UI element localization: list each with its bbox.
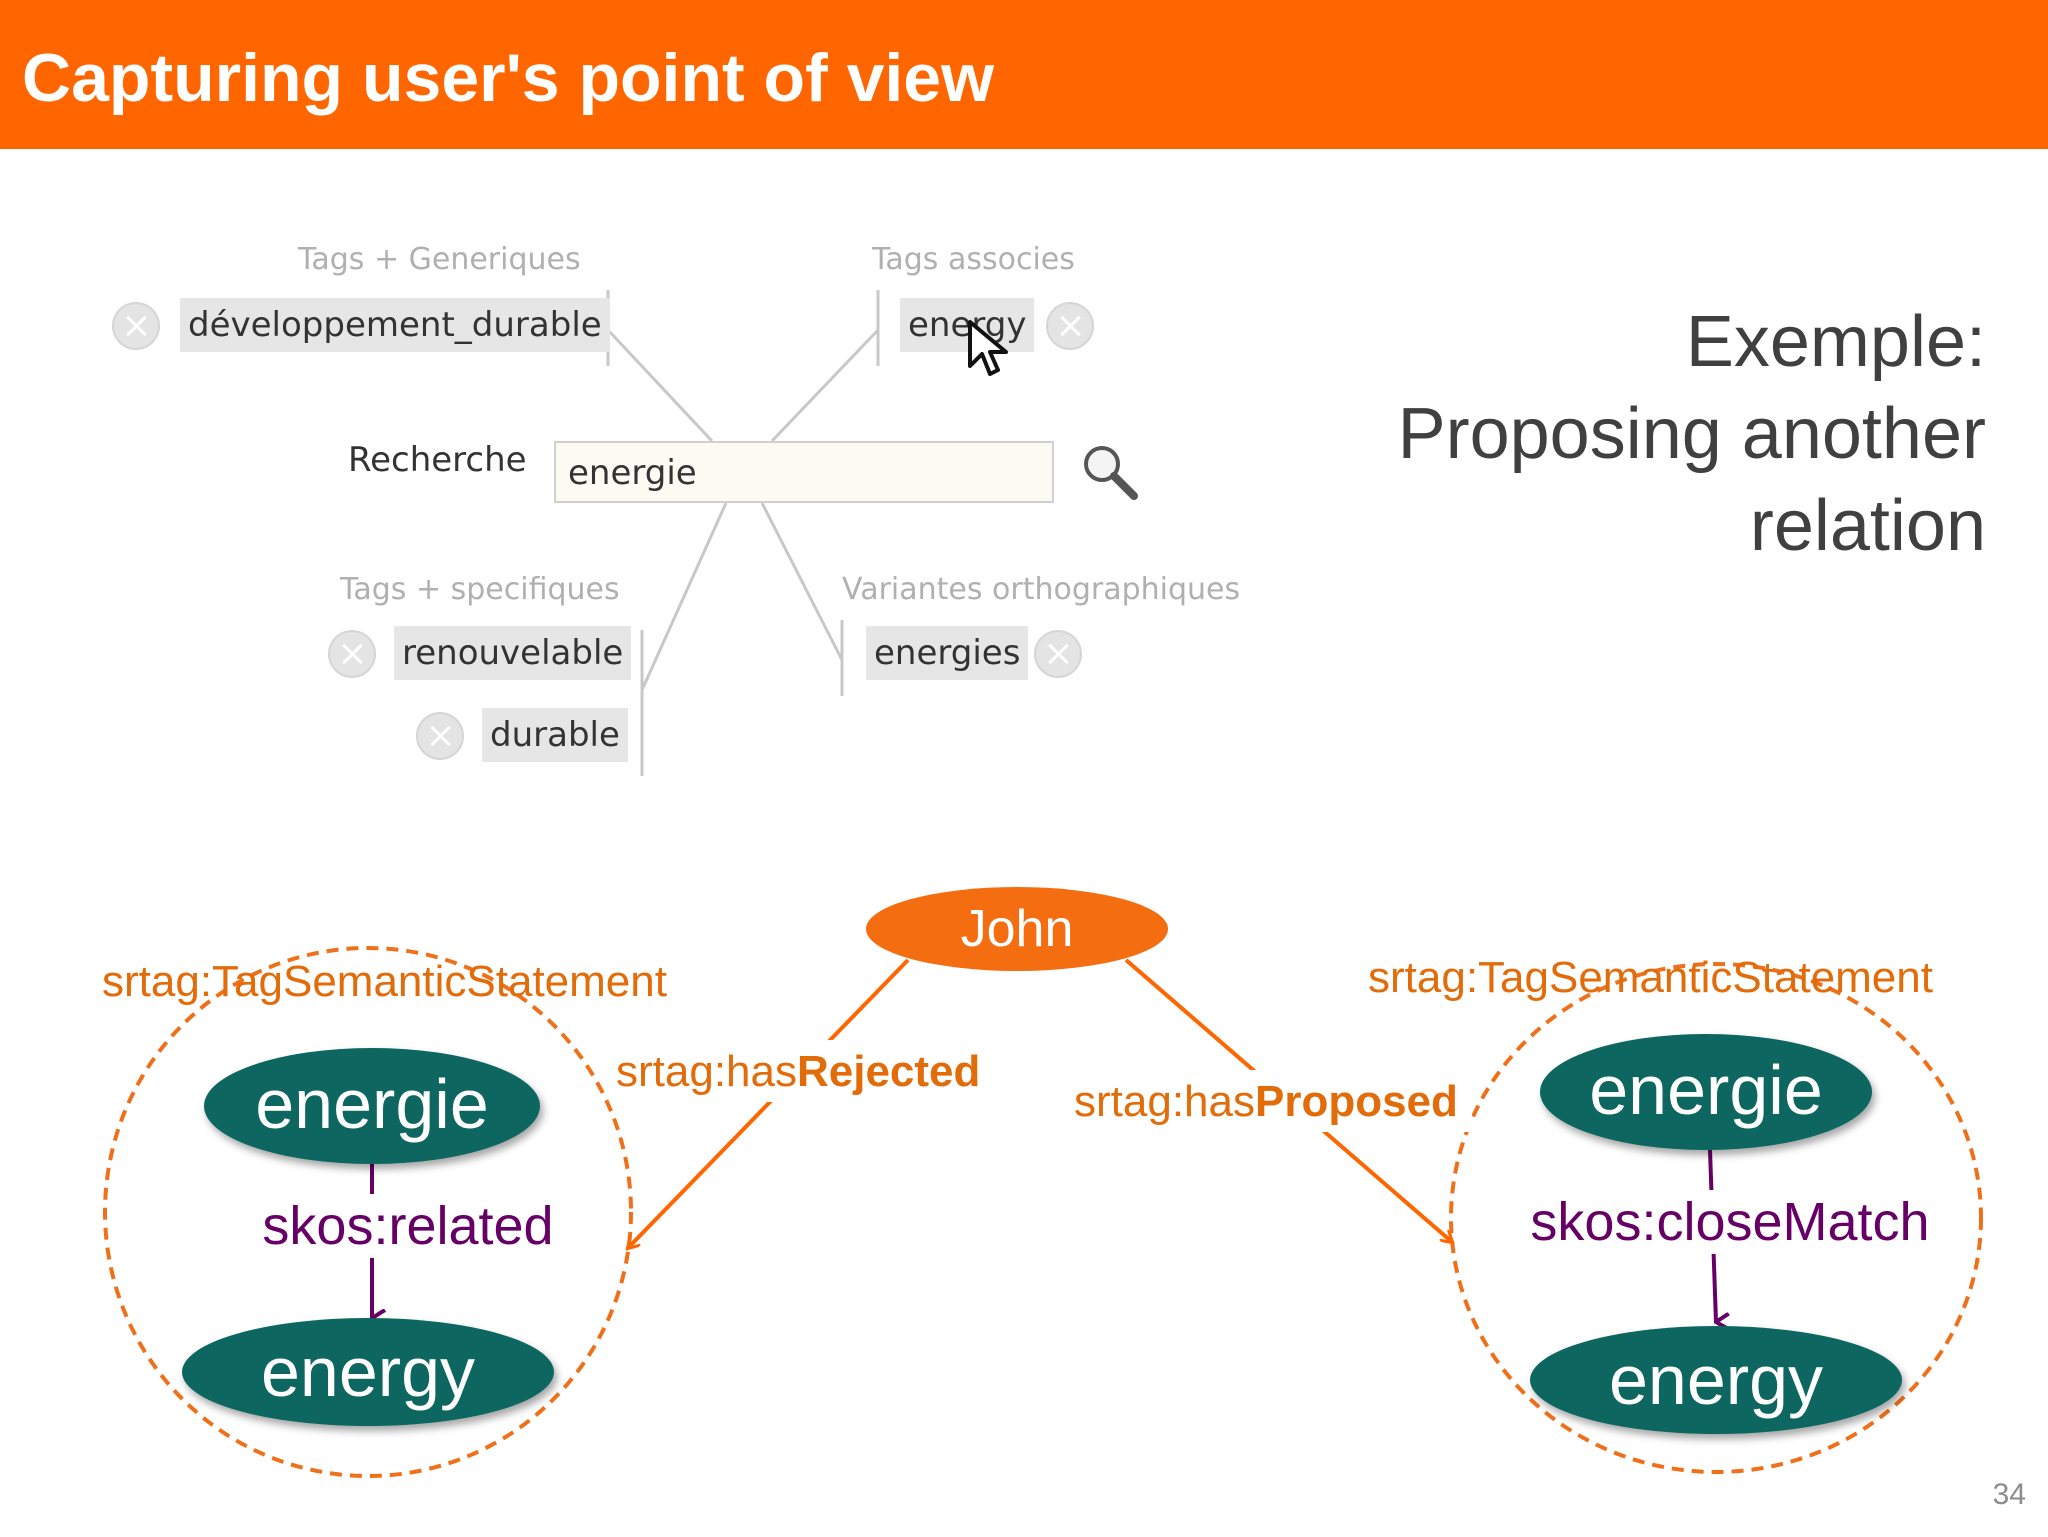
generic-tag-chip[interactable]: développement_durable bbox=[180, 298, 610, 352]
connector-specific bbox=[640, 502, 728, 691]
left-relation-label: skos:related bbox=[262, 1196, 553, 1256]
remove-generic-tag-icon[interactable] bbox=[112, 302, 160, 350]
example-line-3: relation bbox=[1749, 486, 1986, 566]
left-energie-label: energie bbox=[255, 1065, 489, 1143]
right-statement-group bbox=[1449, 962, 1983, 1474]
associated-tag-chip[interactable]: energy bbox=[900, 298, 1035, 352]
left-energy-label: energy bbox=[261, 1333, 475, 1411]
has-proposed-label: srtag:hasProposed bbox=[1074, 1077, 1458, 1126]
right-relation-label-bg bbox=[1520, 1190, 1944, 1254]
specific-tag-chip-2[interactable]: durable bbox=[482, 708, 628, 762]
left-relation-label-bg bbox=[256, 1194, 562, 1258]
right-energie-label: energie bbox=[1589, 1051, 1823, 1129]
search-input[interactable]: energie bbox=[554, 441, 1054, 503]
connector-variants bbox=[760, 502, 844, 661]
proposed-label-bg bbox=[1070, 1070, 1472, 1132]
left-energie-node bbox=[204, 1048, 540, 1164]
mouse-cursor-icon bbox=[968, 320, 1008, 376]
john-node bbox=[866, 887, 1168, 971]
left-statement-label: srtag:TagSemanticStatement bbox=[102, 957, 667, 1006]
john-node-label: John bbox=[961, 900, 1074, 958]
generic-tags-label: Tags + Generiques bbox=[298, 242, 581, 277]
left-statement-group bbox=[103, 946, 633, 1478]
remove-associated-tag-icon[interactable] bbox=[1046, 302, 1094, 350]
has-rejected-edge bbox=[628, 958, 910, 1248]
remove-specific-tag-icon-2[interactable] bbox=[416, 712, 464, 760]
right-relation-label: skos:closeMatch bbox=[1530, 1192, 1929, 1252]
rejected-label-bg bbox=[612, 1040, 996, 1102]
slide-header: Capturing user's point of view bbox=[0, 0, 2048, 149]
variant-tag-chip[interactable]: energies bbox=[866, 626, 1029, 680]
right-energy-node bbox=[1530, 1326, 1902, 1434]
connector-associated bbox=[770, 328, 880, 443]
remove-variant-tag-icon[interactable] bbox=[1034, 630, 1082, 678]
example-line-1: Exemple: bbox=[1685, 302, 1986, 382]
specific-tags-label: Tags + specifiques bbox=[340, 572, 620, 607]
magnifier-search-icon[interactable] bbox=[1078, 440, 1142, 504]
right-energie-node bbox=[1540, 1034, 1872, 1150]
search-label: Recherche bbox=[348, 440, 527, 480]
right-statement-label: srtag:TagSemanticStatement bbox=[1368, 953, 1933, 1002]
spelling-variants-label: Variantes orthographiques bbox=[842, 572, 1241, 607]
example-caption: Exemple: Proposing another relation bbox=[1286, 296, 1986, 572]
slide-title: Capturing user's point of view bbox=[22, 40, 995, 116]
page-number: 34 bbox=[1992, 1478, 2026, 1511]
right-energy-label: energy bbox=[1609, 1341, 1823, 1419]
associated-tags-label: Tags associes bbox=[872, 242, 1075, 277]
left-energy-node bbox=[182, 1318, 554, 1426]
specific-tag-chip-1[interactable]: renouvelable bbox=[394, 626, 632, 680]
example-line-2: Proposing another bbox=[1397, 394, 1986, 474]
remove-specific-tag-icon-1[interactable] bbox=[328, 630, 376, 678]
connector-generic bbox=[606, 328, 714, 443]
has-rejected-label: srtag:hasRejected bbox=[616, 1047, 980, 1096]
